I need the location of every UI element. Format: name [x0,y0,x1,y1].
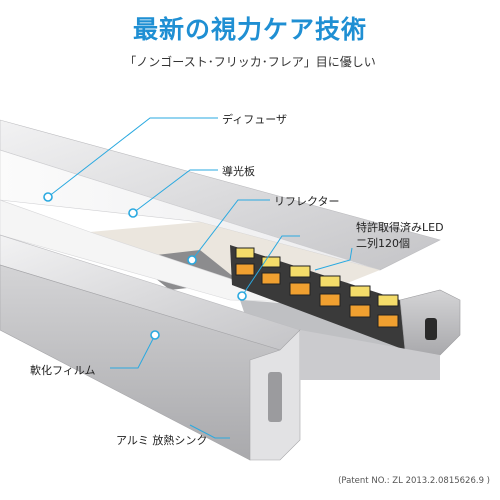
callout-dots [43,192,247,340]
label-reflector: リフレクター [274,195,340,208]
heatsink-groove [268,372,282,422]
label-diffuser: ディフューザ [222,113,288,126]
heatsink-inner-channel [300,330,440,380]
led-board-housing [230,245,405,350]
page-title: 最新の視力ケア技術 [132,15,367,44]
reflector-panel [0,199,301,303]
end-cap-slot [425,318,437,340]
label-light-guide: 導光板 [222,165,255,178]
callout-lines [47,117,353,439]
led-chips [235,247,399,328]
label-led-line2: 二列120個 [356,237,410,250]
label-heatsink: アルミ 放熱シンク [116,434,208,447]
patent-number: (Patent NO.: ZL 2013.2.0815626.9 ) [338,476,490,486]
label-soft-film: 軟化フィルム [30,364,96,377]
label-led-line1: 特許取得済みLED [356,221,444,234]
page-subtitle: 「ノンゴースト･フリッカ･フレア」目に優しい [124,55,376,69]
